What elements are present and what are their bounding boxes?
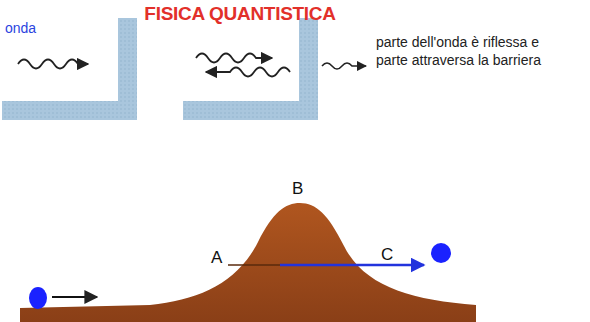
note: parte dell'onda è riflessa e parte attra…	[376, 34, 551, 69]
tunnel-arrow	[280, 264, 424, 267]
title: FISICA QUANTISTICA	[144, 3, 335, 25]
incident-wave	[196, 54, 272, 63]
point-label: B	[292, 178, 303, 199]
incident-wave	[18, 60, 88, 69]
transmitted-wave	[322, 63, 366, 69]
potential-hill	[20, 203, 476, 322]
particle	[431, 243, 451, 263]
energy-level-line	[228, 264, 282, 266]
barrier	[183, 18, 318, 120]
particle	[29, 287, 47, 309]
point-label: A	[211, 247, 222, 268]
barrier	[2, 18, 137, 120]
motion-arrow	[52, 296, 97, 298]
point-label: C	[381, 244, 393, 265]
reflected-wave	[206, 68, 290, 77]
wave-label: onda	[5, 20, 36, 38]
